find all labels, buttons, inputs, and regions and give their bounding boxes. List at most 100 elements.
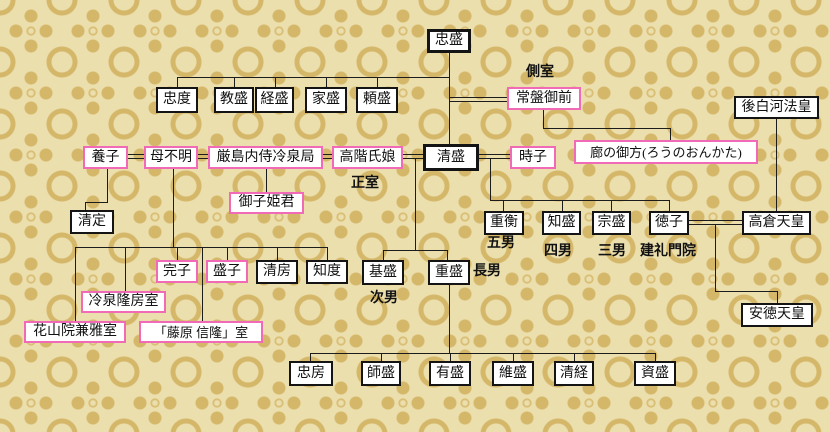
node-tadanori: 忠度 <box>156 87 198 113</box>
connector-line <box>327 248 328 260</box>
caption-concubine: 側室 <box>526 65 554 80</box>
node-rou-no-onkata: 廊の御方(ろうのおんかた) <box>574 140 758 164</box>
marriage-line <box>689 224 742 225</box>
node-tokuko: 徳子 <box>649 211 689 235</box>
connector-line <box>513 354 514 361</box>
connector-line <box>177 78 178 87</box>
marriage-line <box>479 158 510 159</box>
connector-line <box>490 200 670 201</box>
node-mother-unknown: 母不明 <box>144 146 198 169</box>
node-adopted: 養子 <box>83 146 128 169</box>
node-yorimori: 頼盛 <box>356 87 398 113</box>
connector-line <box>449 53 450 145</box>
connector-line <box>177 248 178 260</box>
node-shigemori: 重盛 <box>428 260 470 285</box>
connector-line <box>125 247 126 291</box>
marriage-line <box>403 158 423 159</box>
connector-line <box>173 169 174 247</box>
node-tadafusa: 忠房 <box>289 361 333 386</box>
node-kiyofusa: 清房 <box>256 260 298 284</box>
connector-line <box>177 77 450 78</box>
connector-line <box>107 169 108 202</box>
node-takakura: 高倉天皇 <box>742 211 811 235</box>
connector-line <box>611 201 612 211</box>
connector-line <box>415 159 416 250</box>
node-goshirakawa: 後白河法皇 <box>734 96 819 119</box>
node-moromori: 師盛 <box>361 361 401 386</box>
caption-legal-wife: 正室 <box>351 176 379 191</box>
node-kazanin-wife: 花山院兼雅室 <box>24 321 126 343</box>
node-takashina: 高階氏娘 <box>332 146 403 169</box>
connector-line <box>543 110 544 128</box>
marriage-line <box>128 154 144 155</box>
connector-line <box>326 78 327 87</box>
marriage-line <box>323 158 332 159</box>
connector-line <box>377 78 378 87</box>
node-munemori: 宗盛 <box>592 211 631 235</box>
caption-first-son: 長男 <box>473 264 501 279</box>
connector-line <box>75 247 76 321</box>
connector-line <box>562 201 563 211</box>
connector-line <box>85 202 108 203</box>
connector-line <box>670 128 671 140</box>
node-kiyosada: 清定 <box>70 210 114 234</box>
marriage-line <box>323 154 332 155</box>
marriage-line <box>689 220 742 221</box>
node-motomori: 基盛 <box>362 260 404 285</box>
node-tadamori: 忠盛 <box>427 29 471 53</box>
connector-line <box>275 78 276 87</box>
node-norimori: 教盛 <box>214 87 254 113</box>
node-tokiwa-gozen: 常盤御前 <box>507 87 581 110</box>
caption-third-son: 三男 <box>598 244 626 259</box>
connector-line <box>85 202 86 210</box>
node-shigehira: 重衡 <box>484 211 524 235</box>
node-arimori: 有盛 <box>429 361 471 386</box>
connector-line <box>503 201 504 211</box>
node-tomonori: 知度 <box>306 260 348 284</box>
connector-line <box>227 248 228 260</box>
connector-line <box>655 354 656 361</box>
marriage-line <box>403 154 423 155</box>
connector-line <box>383 250 448 251</box>
connector-line <box>777 291 778 303</box>
connector-line <box>715 225 716 291</box>
connector-line <box>669 201 670 211</box>
connector-line <box>715 291 778 292</box>
connector-line <box>75 247 328 248</box>
node-moriko: 盛子 <box>206 260 248 283</box>
node-sukemori: 資盛 <box>634 361 676 386</box>
connector-line <box>383 250 384 260</box>
connector-line <box>776 119 777 211</box>
caption-kenreimonin: 建礼門院 <box>640 244 696 259</box>
node-iemori: 家盛 <box>305 87 347 113</box>
node-mikohimegimi: 御子姫君 <box>229 192 304 214</box>
caption-fourth-son: 四男 <box>544 244 572 259</box>
node-sadako: 完子 <box>156 260 198 283</box>
connector-line <box>450 354 451 361</box>
node-tomomori: 知盛 <box>542 211 581 235</box>
marriage-line <box>198 154 208 155</box>
caption-second-son: 次男 <box>370 291 398 306</box>
connector-line <box>381 354 382 361</box>
marriage-line <box>198 158 208 159</box>
connector-line <box>490 159 491 200</box>
marriage-line <box>450 101 508 102</box>
connector-line <box>202 248 203 321</box>
node-koremori: 維盛 <box>492 361 534 386</box>
node-tokiko: 時子 <box>510 146 556 169</box>
marriage-line <box>128 158 144 159</box>
node-itsukushima: 厳島内侍冷泉局 <box>208 146 323 169</box>
connector-line <box>310 354 311 361</box>
marriage-line <box>479 154 510 155</box>
connector-line <box>277 248 278 260</box>
connector-line <box>310 353 656 354</box>
connector-line <box>543 128 670 129</box>
node-fujiwara-wife: 「藤原 信隆」室 <box>139 321 263 343</box>
connector-line <box>266 169 267 192</box>
node-antoku: 安徳天皇 <box>741 303 813 327</box>
node-reizei-wife: 冷泉隆房室 <box>81 291 166 313</box>
connector-line <box>449 285 450 353</box>
caption-fifth-son: 五男 <box>487 236 515 251</box>
node-kiyotsune: 清経 <box>554 361 594 386</box>
